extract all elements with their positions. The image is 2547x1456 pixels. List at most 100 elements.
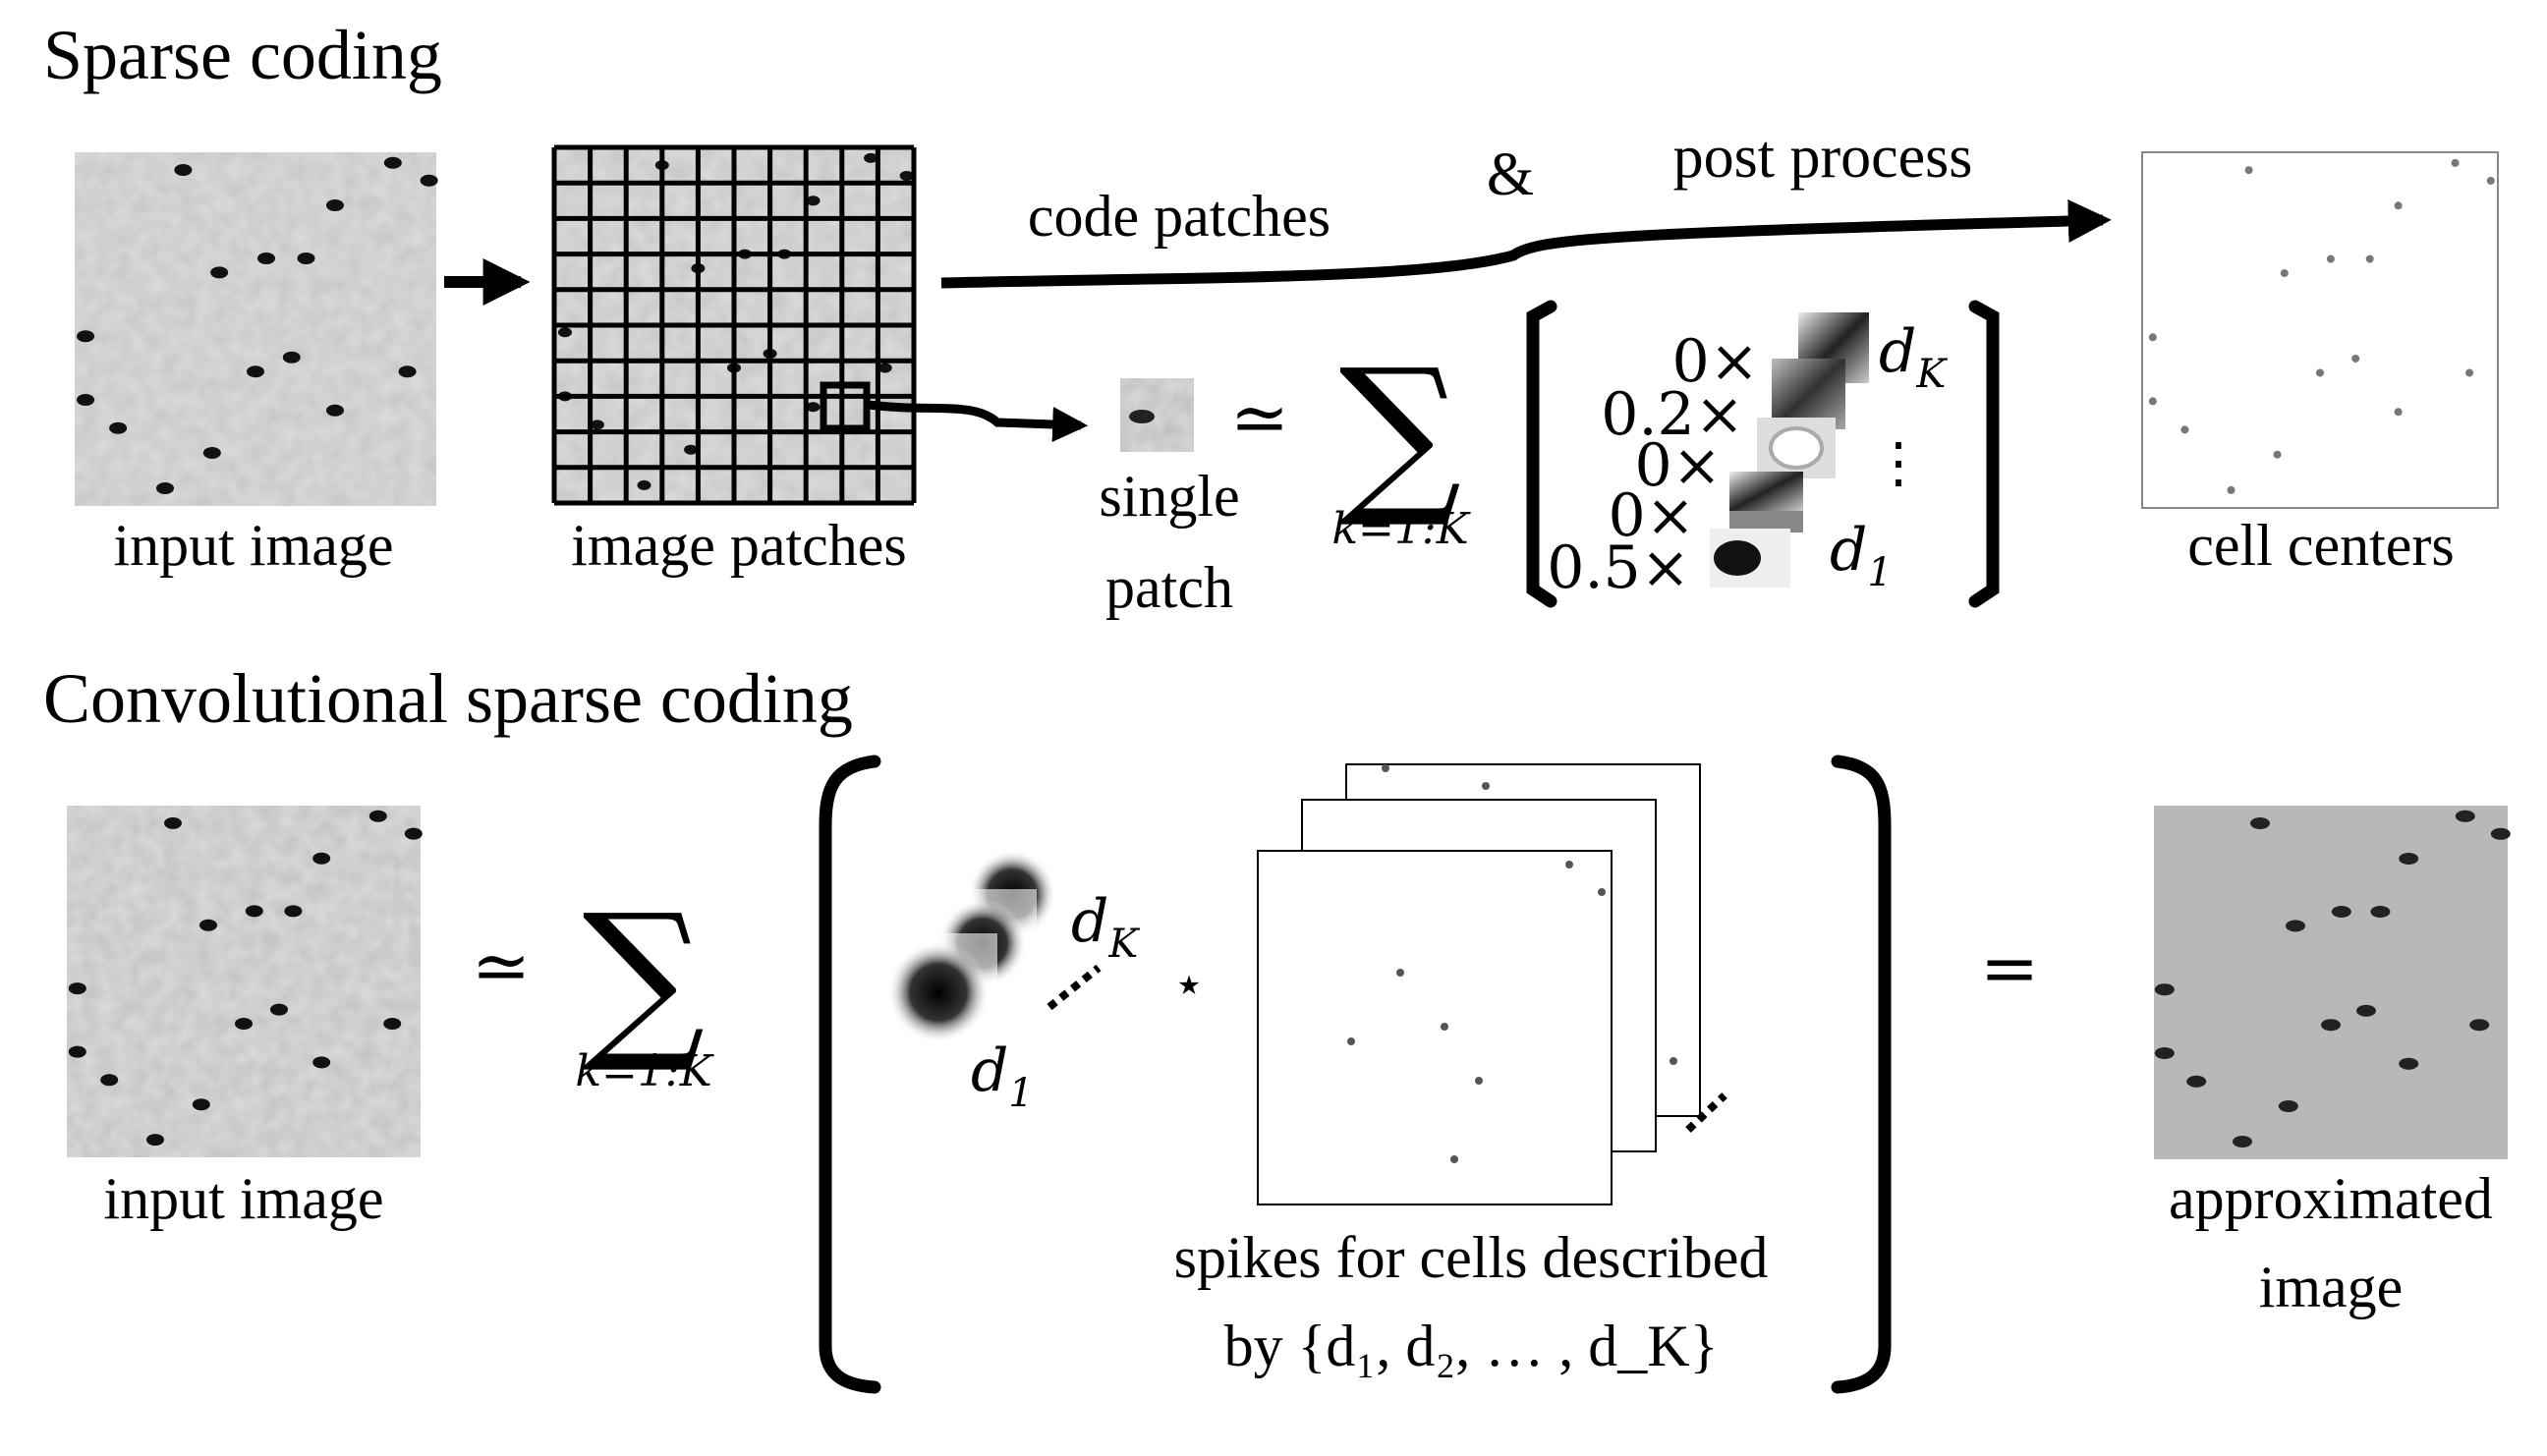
cell-dot xyxy=(383,156,402,169)
cell-dot xyxy=(156,482,174,494)
code-patches-label: code patches xyxy=(1028,184,1330,249)
approx-cell xyxy=(2331,906,2351,918)
spike-dot xyxy=(1475,1077,1483,1085)
cell-dot xyxy=(864,152,878,163)
coef-4: 0× xyxy=(1609,481,1695,550)
coef-1: 0× xyxy=(1672,327,1759,396)
cell-dot xyxy=(270,1003,288,1016)
cell-dot xyxy=(312,1056,331,1069)
sum-symbol-bottom: ∑ xyxy=(583,878,706,1078)
approx-cell xyxy=(2154,983,2175,996)
spike-dot xyxy=(1382,764,1389,772)
cell-center-dot xyxy=(2316,368,2324,377)
cell-dot xyxy=(68,1045,86,1058)
sparse-input-image xyxy=(75,152,438,506)
dictionary-atoms-stack xyxy=(1710,312,1869,588)
cell-dot xyxy=(174,164,193,176)
cell-dot xyxy=(398,365,417,378)
cell-center-dot xyxy=(2148,397,2157,406)
approx-label-2: image xyxy=(2259,1255,2404,1319)
single-patch-image xyxy=(1120,378,1194,452)
spike-dot xyxy=(1670,1057,1677,1065)
vdots-top: ⋮ xyxy=(1871,431,1926,495)
sparse-coding-heading: Sparse coding xyxy=(43,16,442,94)
cell-dot xyxy=(235,1017,253,1030)
spikes-label-1: spikes for cells described xyxy=(1174,1225,1769,1290)
cell-dot xyxy=(368,810,387,822)
spike-maps-stack xyxy=(1257,763,1701,1205)
cell-dot xyxy=(684,444,699,455)
approx-cell xyxy=(2186,1075,2207,1088)
approx-cell xyxy=(2469,1019,2490,1032)
cell-dot xyxy=(202,447,221,459)
cell-dot xyxy=(282,351,301,364)
cell-dot xyxy=(877,363,892,373)
cell-dot xyxy=(637,479,651,490)
cell-center-dot xyxy=(2351,354,2360,363)
cell-dot xyxy=(192,1098,210,1111)
csc-input-image xyxy=(67,806,423,1157)
approx-cell xyxy=(2250,817,2270,829)
spike-dot xyxy=(1347,1037,1355,1045)
cell-dot xyxy=(77,330,95,343)
cell-dot xyxy=(899,170,914,181)
approx-symbol-top: ≃ xyxy=(1230,376,1289,459)
csc-heading: Convolutional sparse coding xyxy=(43,659,853,738)
cell-dot xyxy=(420,174,438,187)
sum-symbol-top: ∑ xyxy=(1339,333,1462,532)
cell-dot xyxy=(404,827,423,840)
cell-dot xyxy=(383,1017,402,1030)
approx-cell xyxy=(2399,853,2419,865)
cell-dot xyxy=(109,421,128,434)
cell-center-dot xyxy=(2244,166,2253,175)
cell-center-dot xyxy=(2451,158,2460,167)
coef-5: 0.5× xyxy=(1547,533,1690,602)
cell-center-dot xyxy=(2326,254,2335,263)
atom-dK-bottom: dK xyxy=(1071,887,1140,967)
single-patch-label-2: patch xyxy=(1105,555,1233,620)
csc-input-label: input image xyxy=(104,1166,384,1231)
cell-dot xyxy=(146,1134,164,1147)
right-bracket-bottom xyxy=(1831,755,1892,1394)
spike-dot xyxy=(1441,1023,1448,1031)
code-arrow xyxy=(940,198,2112,289)
patch-arrow xyxy=(868,400,1089,442)
single-patch-label-1: single xyxy=(1099,464,1239,529)
right-bracket-top xyxy=(1968,300,2000,608)
spikes-label-2: by {d₁, d₂, … , d_K} xyxy=(1224,1314,1719,1378)
cell-dot xyxy=(312,852,331,865)
cell-dot xyxy=(164,816,182,829)
post-process-label: post process xyxy=(1673,124,1973,191)
csc-dictionary-atoms xyxy=(879,840,1066,1051)
sum-index-bottom: k=1:K xyxy=(575,1046,713,1096)
spike-dot xyxy=(1598,888,1606,896)
approx-label-1: approximated xyxy=(2169,1166,2493,1231)
cell-centers-label: cell centers xyxy=(2187,513,2455,578)
spike-dot xyxy=(1565,861,1573,868)
left-bracket-bottom xyxy=(819,755,881,1394)
cell-center-dot xyxy=(2486,176,2495,185)
atom-d1-top: d1 xyxy=(1830,516,1893,595)
equals-symbol: = xyxy=(1980,926,2039,1009)
cell-dot xyxy=(806,196,821,206)
approx-cell xyxy=(2321,1019,2341,1032)
image-patches-grid xyxy=(551,144,917,506)
atom-d1-bottom: d1 xyxy=(971,1036,1034,1116)
approx-cell xyxy=(2233,1136,2252,1148)
cell-dot xyxy=(806,402,821,413)
cell-center-dot xyxy=(2148,333,2157,342)
cell-dot xyxy=(590,420,604,430)
approximated-image xyxy=(2154,806,2511,1159)
approx-cell xyxy=(2278,1100,2298,1112)
left-bracket-top xyxy=(1526,300,1557,608)
spike-dot xyxy=(1482,782,1490,790)
cell-dot xyxy=(210,266,229,279)
cell-center-dot xyxy=(2180,425,2189,434)
approx-cell xyxy=(2356,1004,2376,1017)
cell-dot xyxy=(245,905,263,918)
approx-cell xyxy=(2286,920,2305,932)
approx-cell xyxy=(2154,1047,2175,1059)
spike-dot xyxy=(1450,1155,1458,1163)
cell-dot xyxy=(68,982,86,995)
